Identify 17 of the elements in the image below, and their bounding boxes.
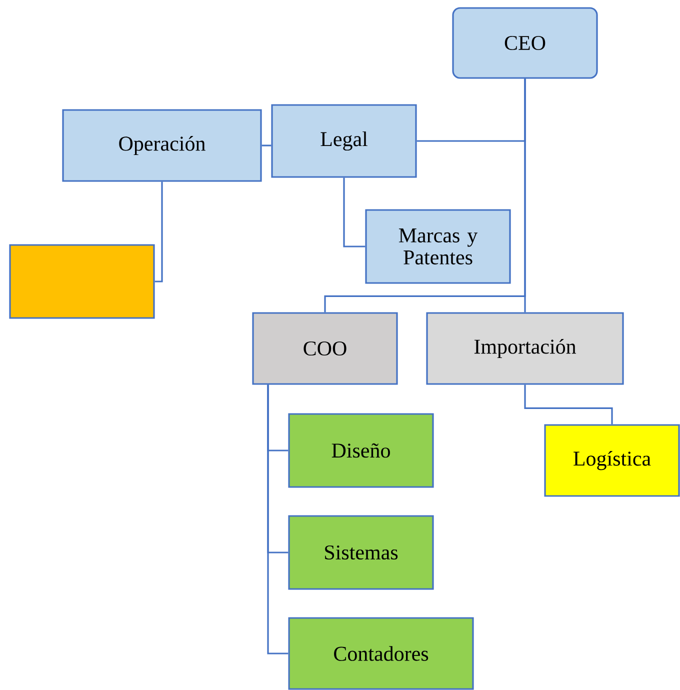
team-box: Sistemas [288, 515, 434, 590]
connector-line [267, 384, 288, 654]
connector-line [154, 182, 163, 282]
team-box: Diseño [288, 413, 434, 488]
role-box: COO [252, 312, 398, 385]
department-box: Marcas y Patentes [365, 209, 511, 284]
team-box: Contadores [288, 617, 474, 690]
connector-line [262, 144, 272, 146]
department-box: Operación [62, 109, 262, 182]
unit-box: Logística [544, 424, 680, 497]
unit-box [9, 244, 155, 319]
connector-line [524, 78, 526, 312]
department-box: Importación [426, 312, 624, 385]
department-box: Legal [271, 104, 417, 178]
connector-line [524, 384, 613, 424]
connector-line [343, 178, 366, 248]
role-box: CEO [452, 7, 598, 79]
